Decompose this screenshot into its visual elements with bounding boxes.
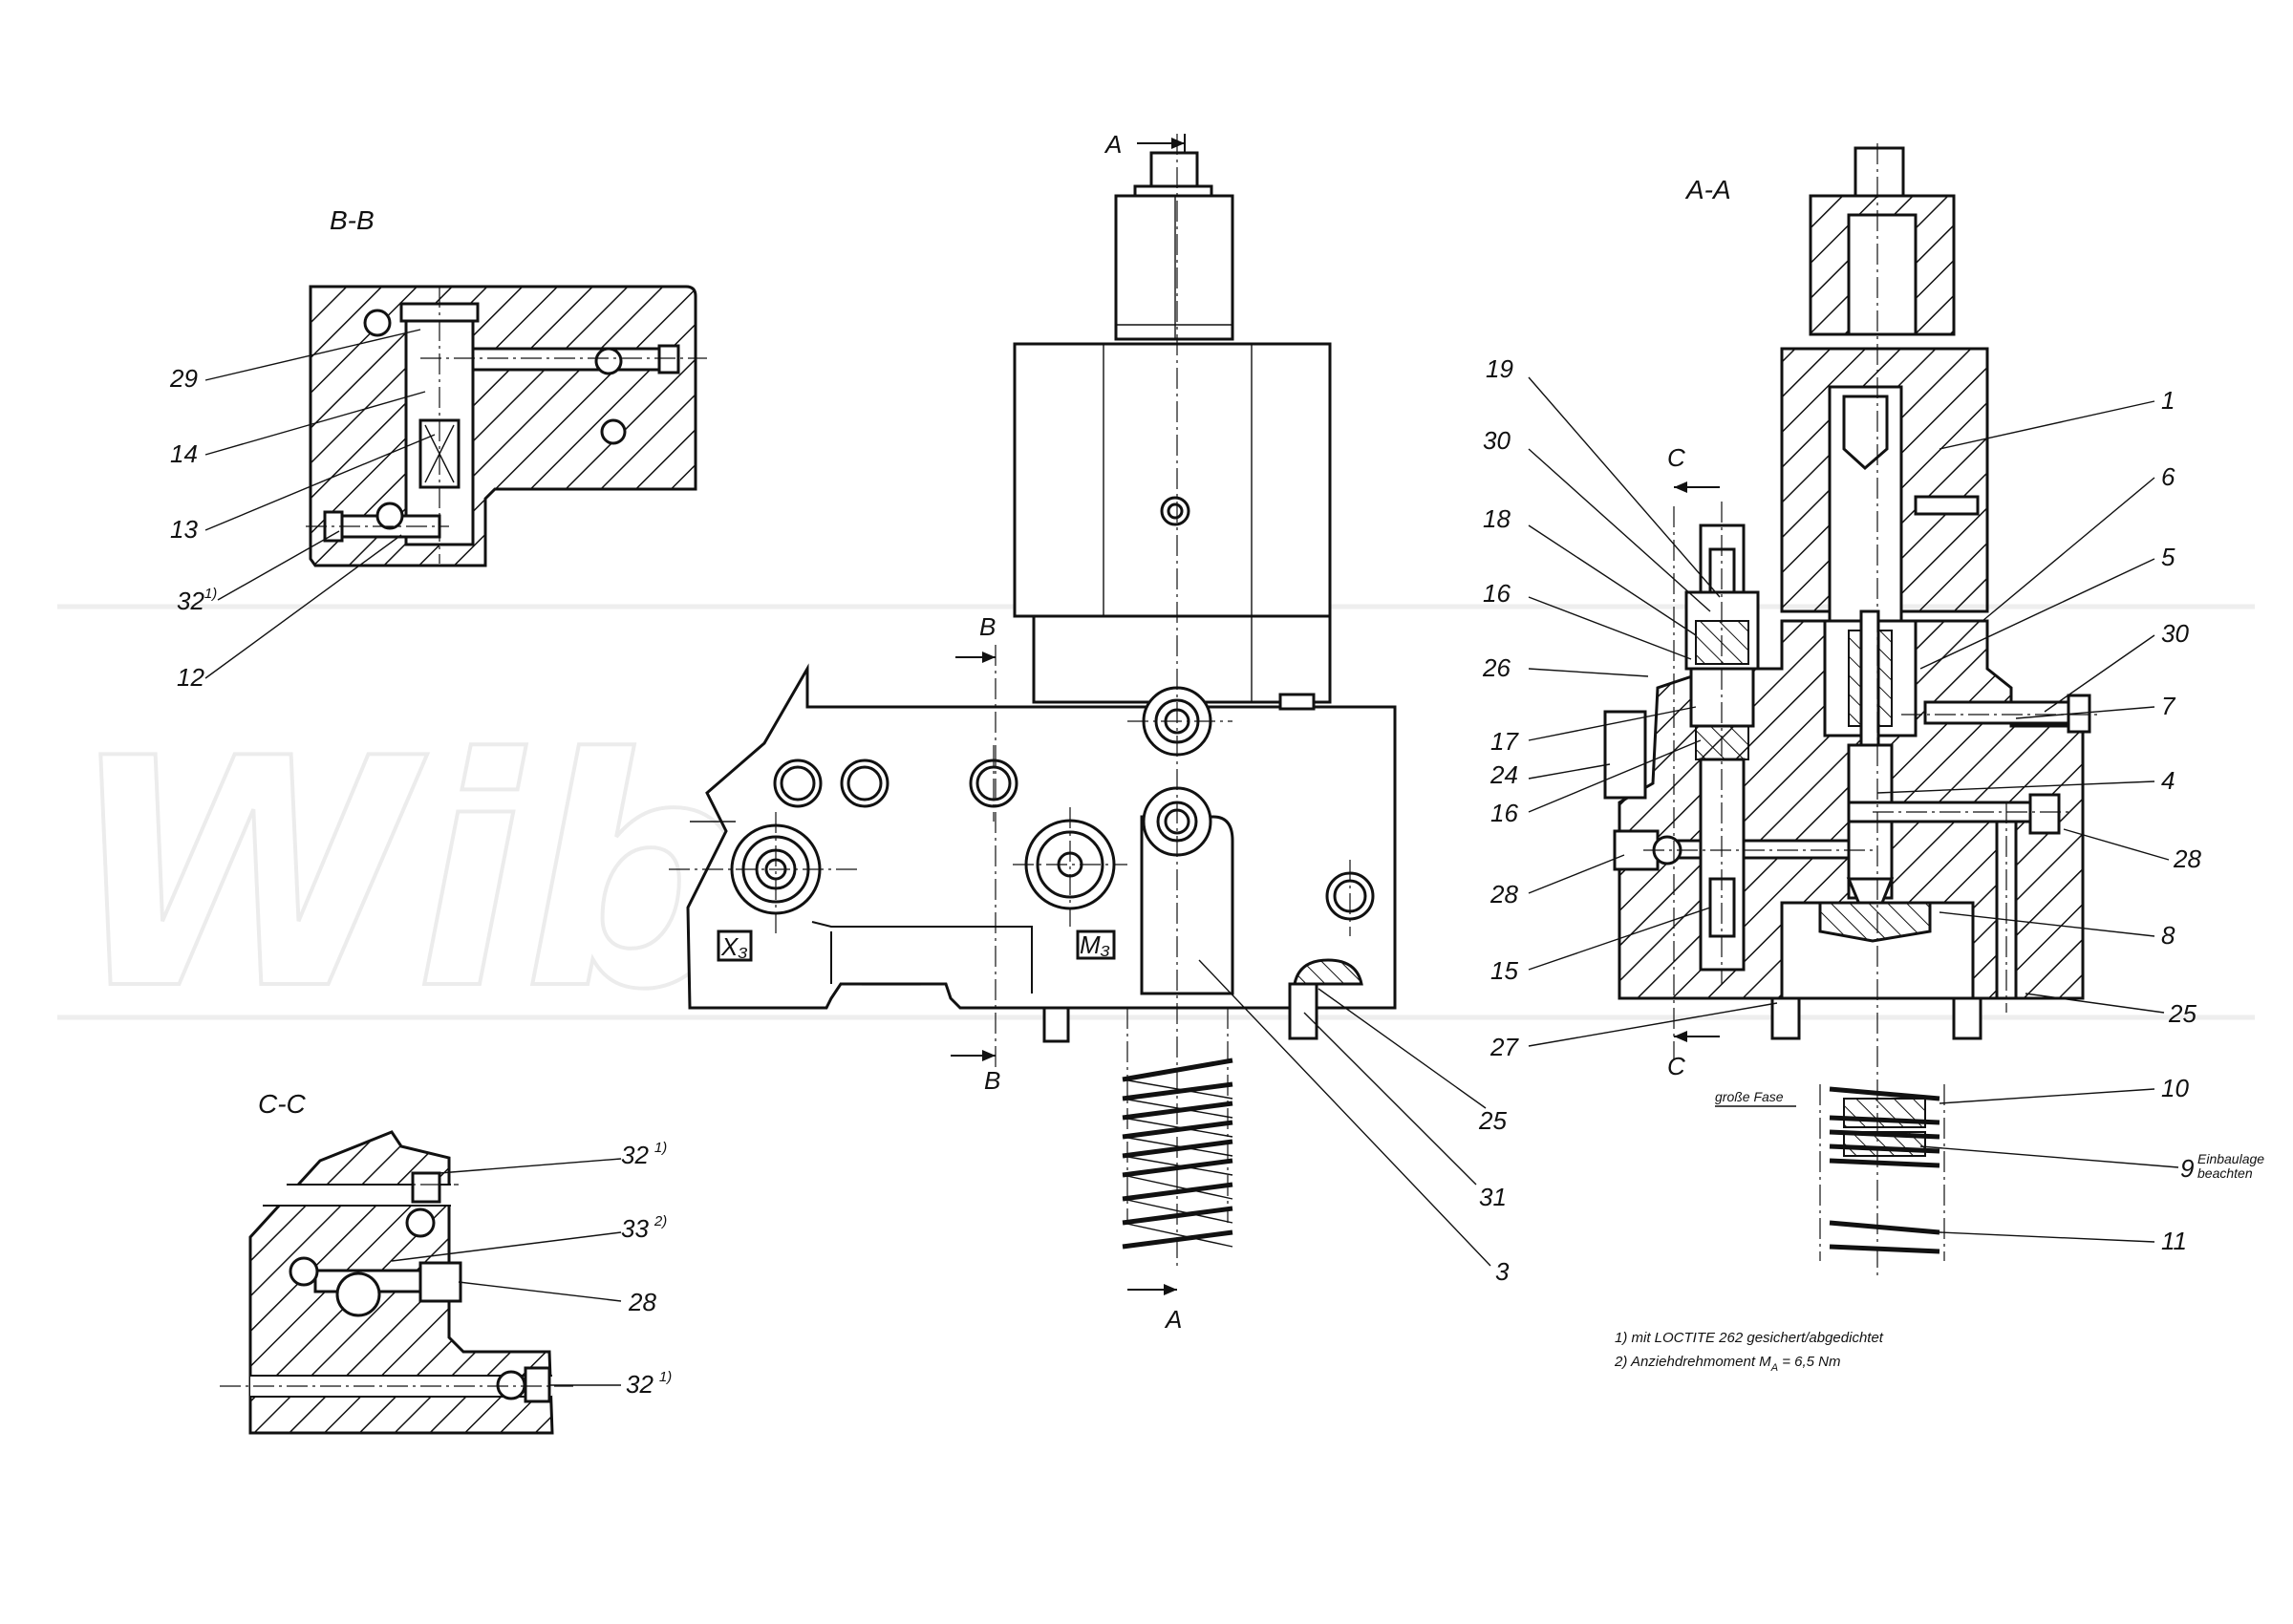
callout-18: 18 bbox=[1483, 504, 1511, 533]
callout-14: 14 bbox=[170, 439, 198, 468]
note-einbaulage: Einbaulage bbox=[2197, 1151, 2264, 1166]
section-mark-c-top: C bbox=[1667, 443, 1685, 472]
section-view-aa: A-A bbox=[1482, 143, 2264, 1275]
callout-28-right: 28 bbox=[2173, 844, 2201, 873]
section-mark-a-bottom: A bbox=[1164, 1305, 1182, 1334]
callout-24: 24 bbox=[1489, 760, 1518, 789]
callout-6: 6 bbox=[2161, 462, 2175, 491]
note-grosse-fase: große Fase bbox=[1715, 1089, 1784, 1104]
spring-aa bbox=[1819, 1084, 1945, 1261]
callout-30-right: 30 bbox=[2161, 619, 2189, 648]
callout-12: 12 bbox=[177, 663, 204, 692]
callout-31: 31 bbox=[1479, 1183, 1507, 1211]
note-beachten: beachten bbox=[2197, 1165, 2253, 1181]
callout-7: 7 bbox=[2161, 692, 2176, 720]
view-title-cc: C-C bbox=[258, 1089, 307, 1119]
callout-27: 27 bbox=[1489, 1033, 1519, 1061]
callout-26: 26 bbox=[1482, 653, 1511, 682]
callout-11: 11 bbox=[2161, 1227, 2187, 1255]
port-x3: X₃ bbox=[720, 932, 748, 961]
callout-16-b: 16 bbox=[1490, 799, 1518, 827]
view-title-bb: B-B bbox=[330, 205, 375, 235]
section-mark-b-bottom: B bbox=[984, 1066, 1000, 1095]
callout-15: 15 bbox=[1490, 956, 1518, 985]
port-m3: M₃ bbox=[1080, 930, 1110, 959]
callout-8: 8 bbox=[2161, 921, 2175, 950]
callout-9: 9 bbox=[2180, 1154, 2194, 1183]
spring-front bbox=[1122, 1058, 1233, 1250]
callout-29: 29 bbox=[169, 364, 198, 393]
callout-5: 5 bbox=[2161, 543, 2175, 571]
callout-4: 4 bbox=[2161, 766, 2175, 795]
callout-32: 321) bbox=[177, 586, 217, 615]
callout-19: 19 bbox=[1486, 354, 1513, 383]
callout-30-left: 30 bbox=[1483, 426, 1511, 455]
callout-28-cc: 28 bbox=[628, 1288, 656, 1316]
callout-10: 10 bbox=[2161, 1074, 2189, 1102]
view-title-aa: A-A bbox=[1684, 175, 1731, 204]
callout-13: 13 bbox=[170, 515, 198, 544]
footnote-2: 2) Anziehdrehmoment MA = 6,5 Nm bbox=[1614, 1354, 1840, 1374]
callout-16-a: 16 bbox=[1483, 579, 1511, 608]
footnote-1: 1) mit LOCTITE 262 gesichert/abgedichtet bbox=[1615, 1330, 1884, 1346]
front-view: A bbox=[669, 130, 1510, 1334]
callout-25-aa: 25 bbox=[2168, 999, 2197, 1028]
callout-3: 3 bbox=[1495, 1257, 1510, 1286]
section-mark-a-top: A bbox=[1104, 130, 1122, 159]
callout-17: 17 bbox=[1490, 727, 1519, 756]
callout-1: 1 bbox=[2161, 386, 2175, 415]
section-view-bb: B-B 29 14 13 321) 12 bbox=[169, 205, 707, 692]
section-mark-b-top: B bbox=[979, 612, 996, 641]
footnotes: 1) mit LOCTITE 262 gesichert/abgedichtet… bbox=[1614, 1330, 1884, 1374]
callout-28-left: 28 bbox=[1489, 880, 1518, 908]
section-mark-c-bottom: C bbox=[1667, 1052, 1685, 1080]
callout-25-front: 25 bbox=[1478, 1106, 1507, 1135]
